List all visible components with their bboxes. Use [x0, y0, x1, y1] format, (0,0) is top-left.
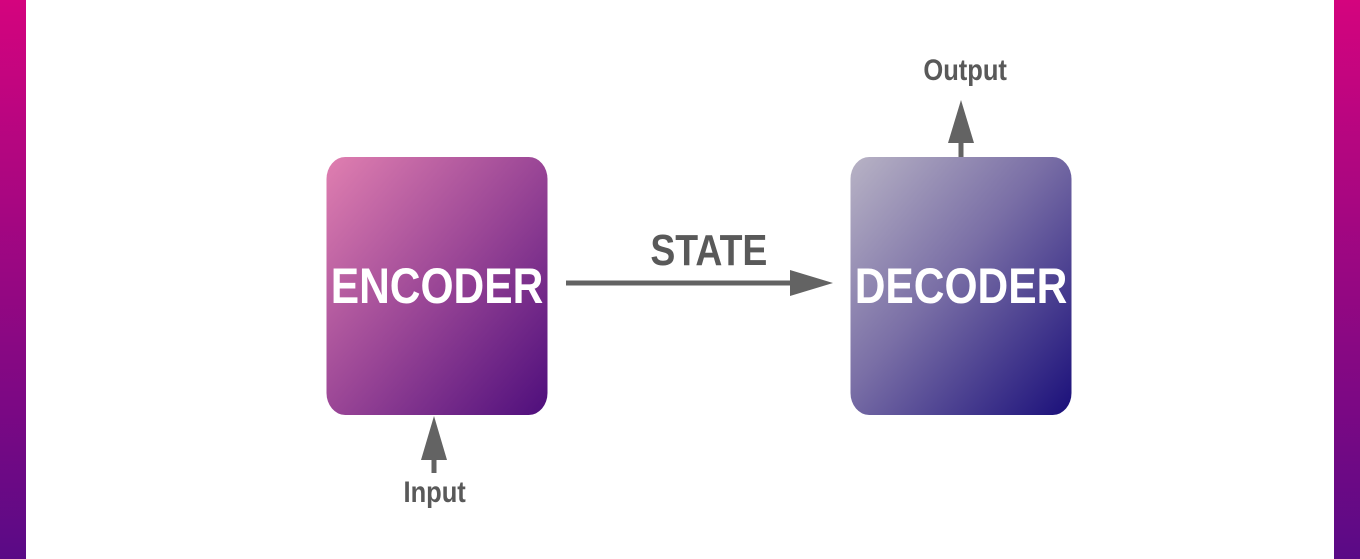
left-accent-bar [0, 0, 26, 559]
encoder-label: ENCODER [330, 258, 544, 314]
decoder-block: DECODER [850, 157, 1072, 415]
output-label: Output [923, 54, 1007, 87]
decoder-label: DECODER [854, 258, 1068, 314]
state-label: STATE [650, 226, 768, 275]
right-accent-bar [1334, 0, 1360, 559]
input-label: Input [403, 476, 466, 509]
encoder-block: ENCODER [326, 157, 548, 415]
